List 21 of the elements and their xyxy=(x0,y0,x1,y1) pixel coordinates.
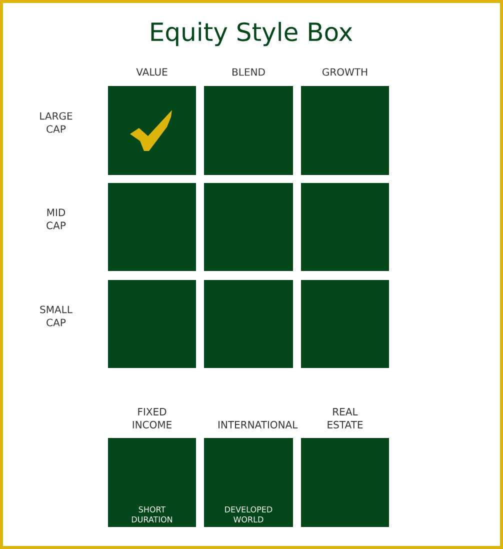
subcategory-label: SHORT DURATION xyxy=(132,506,172,522)
title: Equity Style Box xyxy=(151,22,352,46)
grid-square xyxy=(204,86,293,175)
category-heading: REAL ESTATE xyxy=(328,408,363,428)
subcategory-label: DEVELOPED WORLD xyxy=(225,506,272,522)
grid-square xyxy=(301,183,389,271)
column-heading: GROWTH xyxy=(322,68,368,76)
grid-square xyxy=(301,86,389,175)
column-heading: VALUE xyxy=(136,68,168,76)
category-heading: FIXED INCOME xyxy=(132,408,172,428)
row-heading: LARGE CAP xyxy=(40,112,72,133)
grid-square xyxy=(204,183,293,271)
category-heading: INTERNATIONAL xyxy=(218,420,298,428)
grid-square xyxy=(108,280,196,368)
grid-square xyxy=(108,183,196,271)
row-heading: SMALL CAP xyxy=(40,306,72,326)
grid-square xyxy=(108,86,196,175)
grid-square xyxy=(204,280,293,368)
row-heading: MID CAP xyxy=(46,208,66,230)
grid-square xyxy=(301,280,389,368)
column-heading: BLEND xyxy=(232,68,265,76)
